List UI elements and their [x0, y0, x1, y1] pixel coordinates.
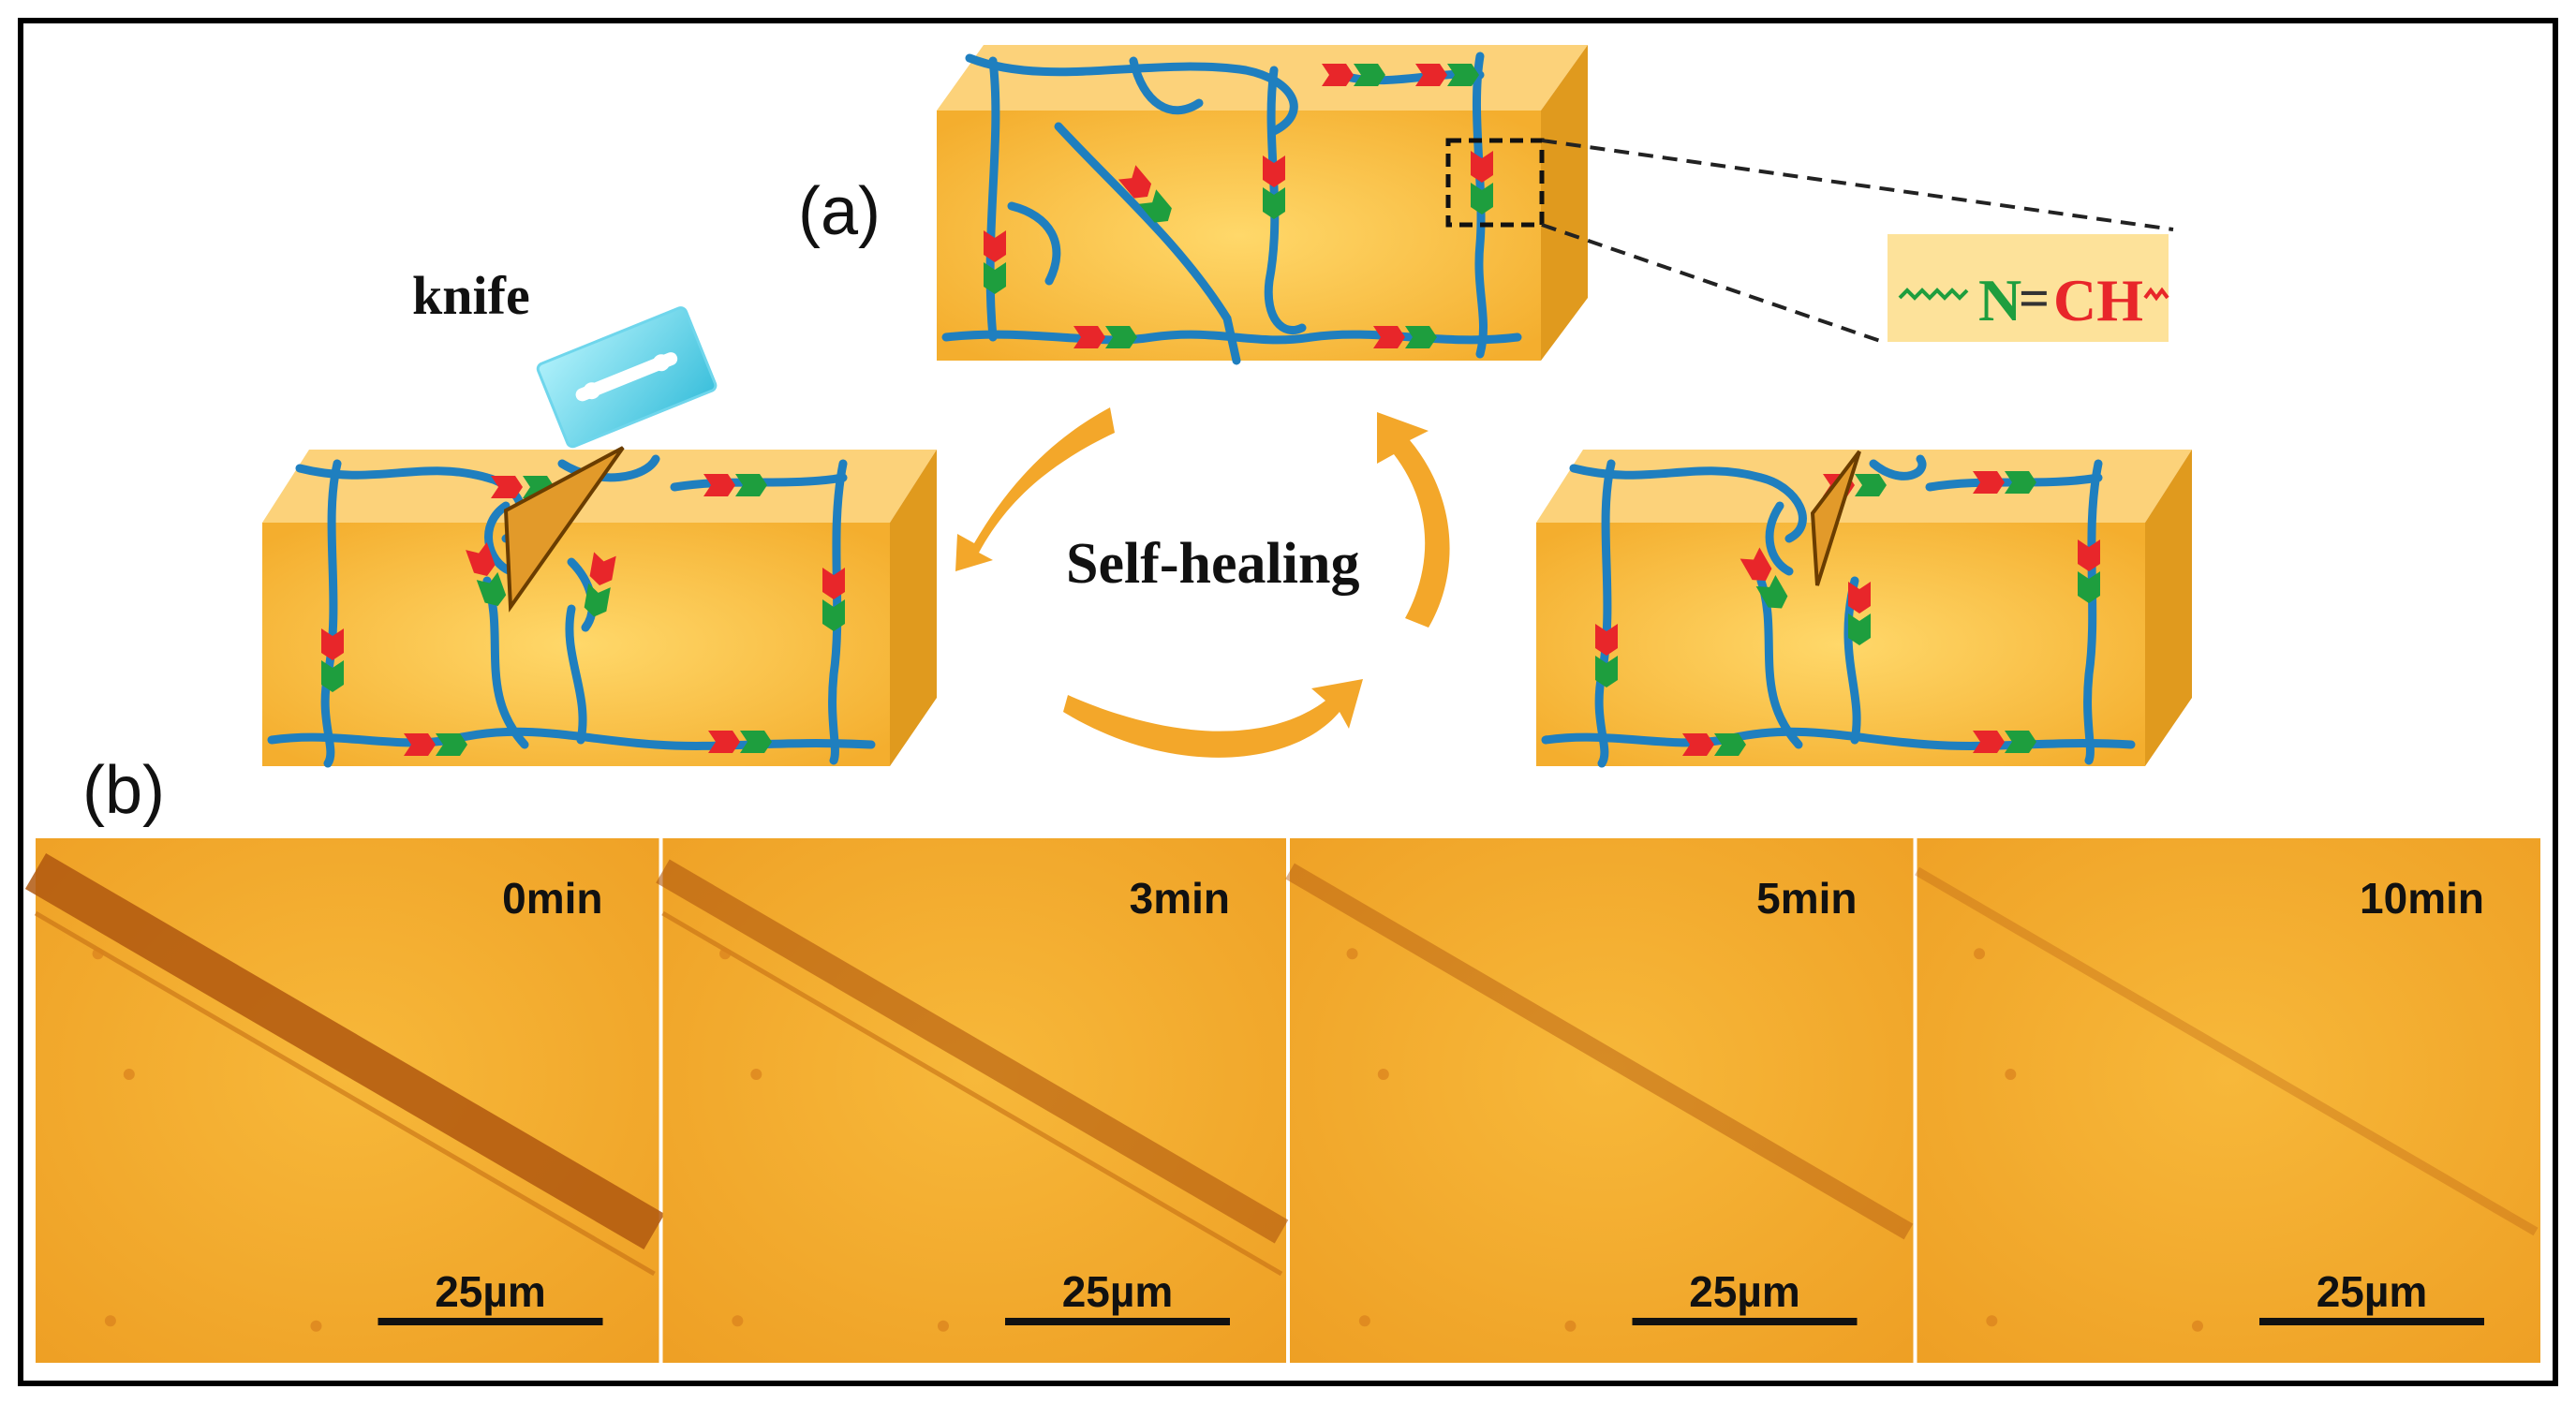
time-label: 5min: [1756, 874, 1857, 923]
micrograph-panel: 5min 25µm: [1290, 838, 1914, 1363]
time-label: 10min: [2360, 874, 2484, 923]
speck: [2192, 1321, 2203, 1332]
speck: [105, 1315, 116, 1326]
scale-bar-label: 25µm: [1062, 1267, 1174, 1316]
panel-a-label: (a): [798, 174, 881, 249]
scale-bar: [1005, 1318, 1230, 1325]
speck: [124, 1069, 135, 1080]
scale-bar: [1633, 1318, 1858, 1325]
panel-b-label: (b): [82, 753, 165, 828]
polymer-block-cut: [262, 448, 937, 766]
speck: [1974, 948, 1985, 959]
speck: [310, 1321, 321, 1332]
bond-double-label: =: [2019, 268, 2050, 329]
time-label: 3min: [1130, 874, 1230, 923]
speck: [1347, 948, 1358, 959]
scale-bar-label: 25µm: [2317, 1267, 2428, 1316]
speck: [1359, 1315, 1370, 1326]
speck: [93, 948, 104, 959]
scale-bar: [378, 1318, 603, 1325]
speck: [938, 1321, 949, 1332]
scale-bar: [2259, 1318, 2484, 1325]
scale-bar-label: 25µm: [435, 1267, 546, 1316]
bond-inset: N = CH: [1888, 234, 2169, 342]
speck: [719, 948, 731, 959]
polymer-block-top: [937, 45, 1588, 361]
micrograph-panel: 3min 25µm: [663, 838, 1287, 1363]
bond-n-label: N: [1978, 267, 2021, 333]
speck: [2005, 1069, 2016, 1080]
polymer-block-healing: [1536, 450, 2192, 766]
self-healing-label: Self-healing: [1066, 532, 1359, 596]
speck: [1378, 1069, 1389, 1080]
knife-label: knife: [412, 265, 530, 326]
speck: [732, 1315, 743, 1326]
scale-bar-label: 25µm: [1689, 1267, 1800, 1316]
time-label: 0min: [502, 874, 602, 923]
speck: [1564, 1321, 1576, 1332]
bond-ch-label: CH: [2053, 267, 2143, 333]
micrograph-panel: 10min 25µm: [1917, 838, 2541, 1363]
speck: [1986, 1315, 1997, 1326]
speck: [750, 1069, 762, 1080]
micrograph-panel: 0min 25µm: [36, 838, 659, 1363]
